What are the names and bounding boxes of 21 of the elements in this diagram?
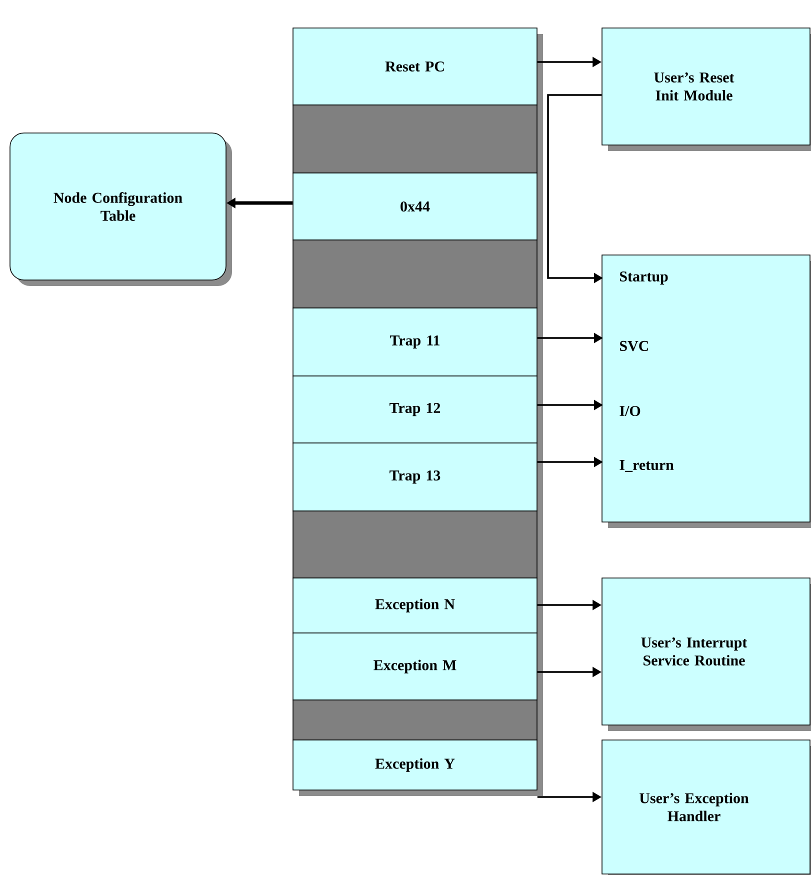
table-row [292,240,538,308]
table-row: Trap 13 [292,442,538,512]
table-row: 0x44 [292,172,538,240]
table-row: Exception M [292,632,538,700]
box: User’s Exception Handler [602,740,811,875]
table-row: Exception Y [292,740,538,790]
table-row: Exception N [292,578,538,634]
entry-label: Startup [620,271,668,285]
table-row: Trap 11 [292,308,538,376]
rounded-box: Node Configuration Table [10,132,232,286]
entry-label: I/O [620,406,640,416]
table-row: Reset PC [292,28,538,106]
box [602,254,811,528]
table-row [292,700,538,740]
entry-label: SVC [620,340,648,352]
entry-label: I_return [620,460,674,472]
table-row [292,104,538,174]
box: User’s Interrupt Service Routine [602,578,811,731]
table-row: Trap 12 [292,376,538,444]
table-row [292,510,538,578]
box: User’s Reset Init Module [602,28,811,151]
